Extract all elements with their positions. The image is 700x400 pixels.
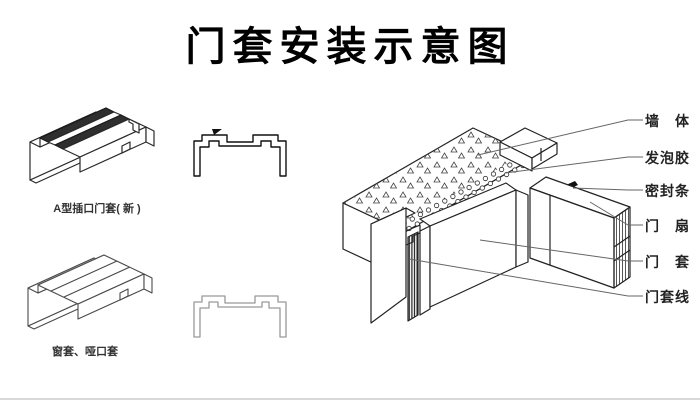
figure-a-caption: A型插口门套( 新 ) bbox=[53, 203, 141, 215]
foam-circle bbox=[409, 216, 415, 222]
slot-notch bbox=[121, 141, 131, 154]
page-title: 门套安装示意图 bbox=[185, 24, 515, 69]
wall-cut-texture bbox=[343, 128, 526, 228]
leg-end-cap bbox=[145, 126, 155, 147]
foam-circle bbox=[499, 166, 505, 173]
foam-circle bbox=[479, 185, 485, 191]
profile-mark bbox=[212, 129, 222, 135]
main-assembly-diagram bbox=[342, 119, 643, 324]
leader-door-frame bbox=[479, 239, 643, 262]
foam-circle bbox=[487, 180, 493, 187]
groove-line bbox=[63, 266, 131, 298]
reveal-face bbox=[515, 189, 529, 268]
leader-wall bbox=[477, 119, 643, 156]
foam-circle bbox=[417, 211, 424, 218]
label-wall: 墙 体 bbox=[645, 113, 690, 129]
foam-circle bbox=[490, 171, 497, 177]
foam-circle bbox=[434, 202, 440, 209]
profile-section-top bbox=[193, 129, 287, 177]
leg-end-cap bbox=[143, 273, 153, 294]
foam-circle bbox=[425, 207, 432, 213]
frame-board-edge bbox=[419, 225, 431, 316]
label-casing-line: 门套线 bbox=[645, 289, 690, 305]
cap-front bbox=[499, 141, 533, 172]
figure-b-caption: 窗套、哑口套 bbox=[52, 346, 118, 358]
foam-circle bbox=[450, 193, 456, 200]
foam-circle bbox=[442, 198, 448, 204]
profile-section-bottom bbox=[193, 295, 287, 338]
foam-circle bbox=[458, 189, 464, 195]
casing-hatch-strip bbox=[407, 231, 419, 322]
label-door-leaf: 门 扇 bbox=[645, 218, 690, 234]
frame-profile-outline-light bbox=[193, 295, 287, 338]
leader-lines bbox=[408, 119, 643, 297]
figure-b-drawing bbox=[27, 254, 153, 330]
foam-circle bbox=[495, 176, 502, 182]
leader-casing-line bbox=[408, 258, 643, 297]
leader-seal bbox=[572, 187, 643, 191]
label-seal: 密封条 bbox=[645, 183, 690, 199]
casing-board-face bbox=[370, 207, 407, 324]
cap-side bbox=[531, 142, 558, 170]
door-edge-grain bbox=[613, 206, 631, 289]
end-hook bbox=[128, 118, 140, 134]
groove-line bbox=[50, 260, 118, 292]
foam-circle bbox=[471, 189, 477, 196]
door-edge-line bbox=[613, 235, 631, 248]
foam-circle bbox=[507, 162, 513, 168]
label-foam: 发泡胶 bbox=[645, 150, 690, 166]
foam-circle bbox=[474, 180, 480, 186]
door-leaf bbox=[529, 176, 631, 289]
frame-profile-outline bbox=[193, 134, 287, 177]
figure-a-drawing bbox=[29, 107, 155, 184]
label-door-frame: 门 套 bbox=[645, 254, 690, 270]
casing-assembly bbox=[370, 189, 529, 324]
slot-notch bbox=[119, 288, 129, 301]
foam-circle bbox=[466, 184, 472, 191]
foam-circle bbox=[482, 175, 488, 182]
leader-door-leaf bbox=[589, 201, 643, 226]
leader-foam bbox=[504, 156, 643, 174]
